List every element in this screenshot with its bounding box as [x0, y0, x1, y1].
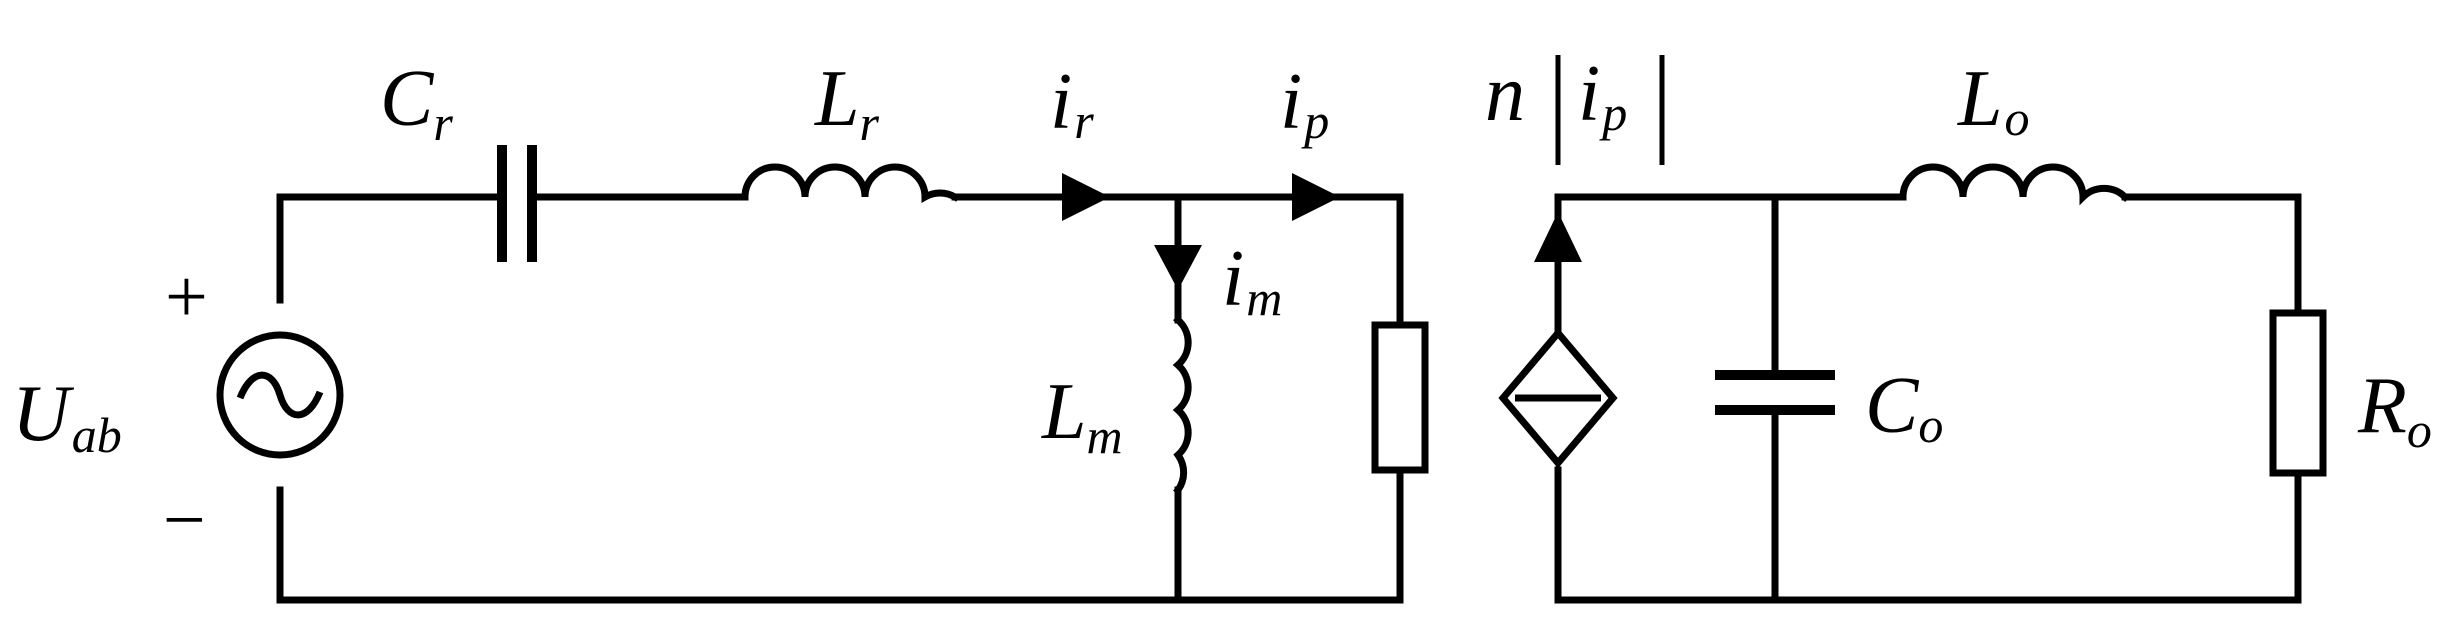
- magnetizing-inductor-lm-icon: [1172, 315, 1192, 495]
- ip-current-arrow-icon: [1292, 173, 1340, 221]
- dependent-source-label: n ip: [1485, 50, 1665, 165]
- output-inductor-lo-icon: [1899, 163, 2130, 206]
- primary-load-resistor-icon: [1371, 321, 1429, 474]
- source-voltage-label: Uab: [12, 370, 122, 463]
- lm-label: Lm: [1041, 368, 1123, 464]
- resonant-capacitor-cr-icon: [430, 145, 545, 262]
- ip-label: ip: [1280, 58, 1329, 149]
- source-minus-sign: −: [163, 478, 206, 562]
- source-plus-sign: +: [165, 255, 208, 339]
- resonant-inductor-lr-icon: [611, 163, 960, 204]
- ir-label: ir: [1050, 58, 1094, 149]
- lr-label: Lr: [814, 55, 880, 151]
- nip-label: ip: [1578, 50, 1627, 141]
- dependent-current-source-icon: [1498, 212, 1618, 469]
- output-resistor-ro-icon: [2269, 309, 2327, 477]
- im-current-arrow-icon: [1154, 245, 1202, 290]
- im-label: im: [1222, 235, 1282, 326]
- cr-label: Cr: [380, 55, 453, 151]
- ac-voltage-source-icon: [216, 331, 344, 459]
- ro-label: Ro: [2357, 362, 2432, 458]
- co-label: Co: [1865, 362, 1943, 453]
- n-label: n: [1485, 50, 1525, 138]
- secondary-wires: [1554, 193, 2302, 604]
- lo-label: Lo: [1957, 55, 2030, 146]
- output-capacitor-co-icon: [1715, 370, 1835, 415]
- ir-current-arrow-icon: [1062, 173, 1110, 221]
